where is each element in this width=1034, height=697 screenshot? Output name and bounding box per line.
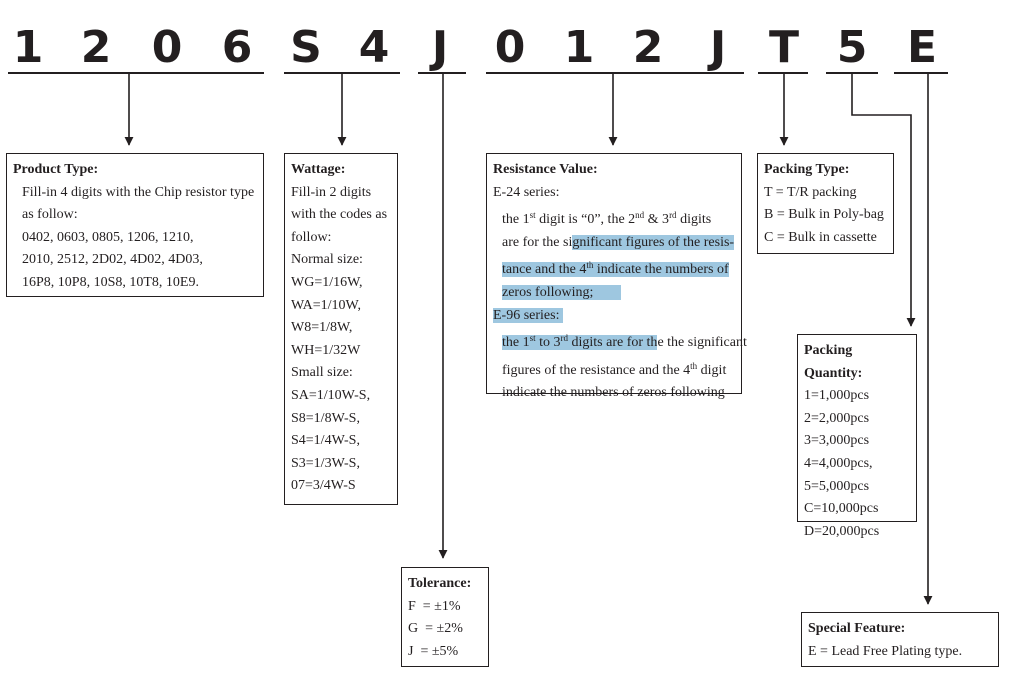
- wattage-line: WA=1/10W,: [291, 297, 361, 313]
- wattage-line: S4=1/4W-S,: [291, 433, 360, 449]
- underline-tolerance: [418, 72, 466, 74]
- underline-packing-quantity: [826, 72, 878, 74]
- wattage-line: W8=1/8W,: [291, 320, 353, 336]
- tolerance-title: Tolerance:: [408, 576, 472, 591]
- resistance-line: figures of the resistance and the 4th di…: [502, 360, 727, 378]
- text-highlight: E-96 series:: [493, 307, 564, 323]
- resistance-line: the 1st to 3rd digits are for the the si…: [502, 333, 747, 351]
- special-feature-box: Special Feature: E = Lead Free Plating t…: [801, 612, 999, 667]
- wattage-line: WH=1/32W: [291, 342, 361, 358]
- wattage-line: Small size:: [291, 365, 353, 381]
- packing-type-line: B = Bulk in Poly-bag: [764, 207, 884, 223]
- part-char-10: 2: [632, 22, 664, 73]
- underline-special-feature: [894, 72, 948, 74]
- e96-series-label: E-96 series:: [493, 305, 735, 328]
- packing-quantity-line: 4=4,000pcs,: [804, 455, 873, 471]
- arrow-packing-quantity: [851, 74, 916, 327]
- text-highlight: the 1st to 3rd digits are for th: [502, 333, 658, 351]
- wattage-line: Fill-in 2 digits: [291, 184, 372, 200]
- wattage-title: Wattage:: [291, 162, 346, 177]
- resistance-title: Resistance Value:: [493, 162, 598, 177]
- packing-quantity-line: D=20,000pcs: [804, 523, 880, 539]
- resistance-line: the 1st digit is “0”, the 2nd & 3rd digi…: [502, 210, 712, 228]
- packing-type-line: T = T/R packing: [764, 184, 857, 200]
- part-char-6: 4: [358, 22, 390, 73]
- resistance-line: indicate the numbers of zeros following: [502, 385, 725, 401]
- special-feature-title: Special Feature:: [808, 621, 906, 636]
- part-char-2: 2: [80, 22, 112, 73]
- tolerance-line: F = ±1%: [408, 598, 461, 614]
- product-type-title: Product Type:: [13, 162, 99, 177]
- packing-quantity-line: 2=2,000pcs: [804, 410, 870, 426]
- e24-series-label: E-24 series:: [493, 184, 560, 200]
- underline-wattage: [284, 72, 400, 74]
- wattage-line: follow:: [291, 229, 332, 245]
- special-feature-line: E = Lead Free Plating type.: [808, 643, 963, 659]
- part-char-12: T: [768, 22, 799, 73]
- part-char-9: 1: [563, 22, 595, 73]
- wattage-box: Wattage: Fill-in 2 digits with the codes…: [284, 153, 398, 505]
- resistance-value-box: Resistance Value: E-24 series: the 1st d…: [486, 153, 747, 400]
- text-highlight: tance and the 4th indicate the numbers o…: [502, 260, 729, 278]
- underline-product-type: [8, 72, 264, 74]
- part-char-3: 0: [151, 22, 183, 73]
- product-type-line: 2010, 2512, 2D02, 4D02, 4D03,: [22, 252, 203, 268]
- packing-quantity-line: 5=5,000pcs: [804, 478, 870, 494]
- underline-resistance: [486, 72, 744, 74]
- wattage-line: Normal size:: [291, 252, 363, 268]
- wattage-line: WG=1/16W,: [291, 274, 363, 290]
- part-char-4: 6: [221, 22, 253, 73]
- product-type-line: Fill-in 4 digits with the Chip resistor …: [22, 184, 255, 200]
- part-char-1: 1: [12, 22, 44, 73]
- resistance-line: zeros following;: [493, 282, 735, 305]
- text-highlight: zeros following;: [502, 284, 622, 300]
- part-char-14: E: [906, 22, 938, 73]
- wattage-line: with the codes as: [291, 207, 388, 223]
- packing-type-line: C = Bulk in cassette: [764, 229, 877, 245]
- part-char-5: S: [290, 22, 322, 73]
- product-type-line: 16P8, 10P8, 10S8, 10T8, 10E9.: [22, 274, 199, 290]
- packing-type-box: Packing Type: T = T/R packing B = Bulk i…: [757, 153, 894, 254]
- tolerance-box: Tolerance: F = ±1% G = ±2% J = ±5%: [401, 567, 489, 667]
- product-type-line: as follow:: [22, 207, 78, 223]
- wattage-line: SA=1/10W-S,: [291, 387, 371, 403]
- text-highlight: gnificant figures of the resis-: [572, 234, 735, 250]
- packing-quantity-box: Packing Quantity: 1=1,000pcs 2=2,000pcs …: [797, 334, 917, 539]
- packing-quantity-line: C=10,000pcs: [804, 501, 879, 517]
- packing-type-title: Packing Type:: [764, 162, 850, 177]
- part-char-7: J: [431, 22, 449, 73]
- product-type-line: 0402, 0603, 0805, 1206, 1210,: [22, 229, 194, 245]
- packing-quantity-line: 3=3,000pcs: [804, 433, 870, 449]
- resistance-line: are for the significant figures of the r…: [502, 234, 735, 250]
- packing-quantity-title: Packing Quantity:: [804, 343, 863, 381]
- part-char-11: J: [709, 22, 727, 73]
- wattage-line: S8=1/8W-S,: [291, 410, 360, 426]
- tolerance-line: G = ±2%: [408, 621, 463, 637]
- wattage-line: 07=3/4W-S: [291, 478, 356, 494]
- part-char-8: 0: [494, 22, 526, 73]
- product-type-box: Product Type: Fill-in 4 digits with the …: [6, 153, 264, 297]
- resistance-line: tance and the 4th indicate the numbers o…: [493, 254, 735, 282]
- part-char-13: 5: [836, 22, 868, 73]
- underline-packing-type: [758, 72, 808, 74]
- tolerance-line: J = ±5%: [408, 643, 459, 659]
- packing-quantity-line: 1=1,000pcs: [804, 388, 870, 404]
- wattage-line: S3=1/3W-S,: [291, 455, 360, 471]
